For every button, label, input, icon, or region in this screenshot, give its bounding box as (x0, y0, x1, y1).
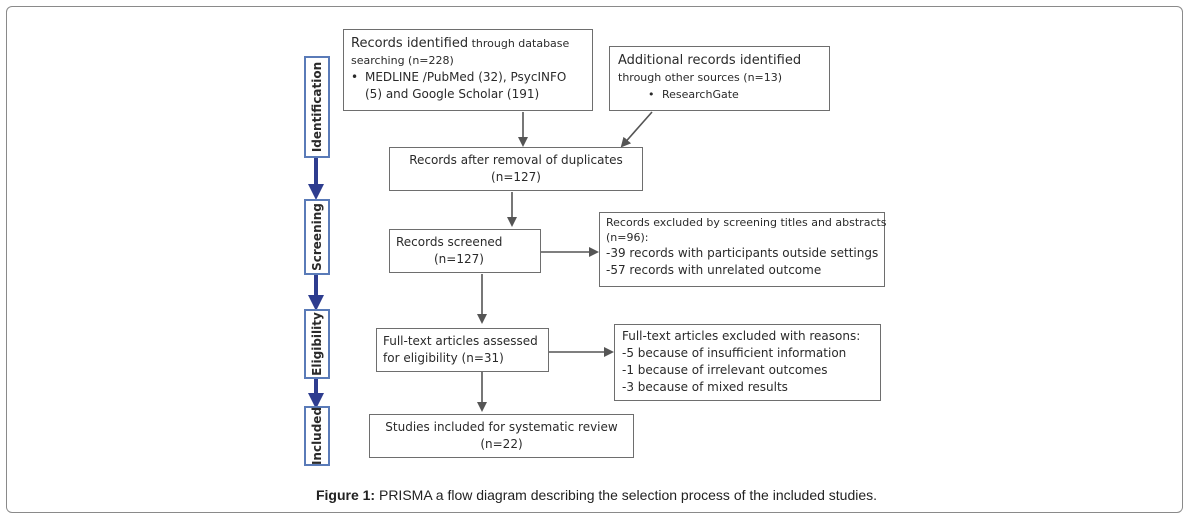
fulltext-count: for eligibility (n=31) (383, 351, 504, 365)
box-excluded-screening: Records excluded by screening titles and… (599, 212, 887, 287)
stage-identification: Identification (304, 56, 330, 158)
db-search-sources-2: (5) and Google Scholar (191) (365, 87, 540, 101)
excluded-fulltext-reason-1: -5 because of insufficient information (622, 346, 847, 360)
box-other-sources: Additional records identified through ot… (609, 46, 830, 111)
figure-caption: Figure 1: PRISMA a flow diagram describi… (0, 487, 1193, 503)
caption-label: Figure 1: (315, 487, 376, 503)
excluded-screening-count: (n=96): (606, 231, 649, 244)
arrow-other-to-duplicates (620, 111, 653, 148)
included-title: Studies included for systematic review (385, 420, 618, 434)
fulltext-title: Full-text articles assessed (383, 334, 538, 348)
stage-screening: Screening (304, 199, 330, 275)
box-records-screened: Records screened (n=127) (389, 229, 541, 273)
other-sources-count: through other sources (n=13) (618, 71, 783, 84)
stage-included-label: Included (310, 406, 325, 466)
stage-eligibility-label: Eligibility (310, 312, 324, 376)
db-search-sources-1: MEDLINE /PubMed (32), PsycINFO (365, 70, 567, 84)
excluded-fulltext-title: Full-text articles excluded with reasons… (622, 329, 861, 343)
caption-text: PRISMA a flow diagram describing the sel… (375, 487, 878, 503)
box-database-search: Records identified through database sear… (343, 29, 593, 111)
box-studies-included: Studies included for systematic review (… (369, 414, 634, 458)
stage-identification-label: Identification (310, 61, 325, 153)
excluded-screening-reason-2: -57 records with unrelated outcome (606, 263, 822, 277)
excluded-fulltext-reason-3: -3 because of mixed results (622, 380, 788, 394)
excluded-screening-title: Records excluded by screening titles and… (606, 216, 887, 229)
box-duplicates-removed: Records after removal of duplicates (n=1… (389, 147, 643, 191)
duplicates-title: Records after removal of duplicates (409, 153, 623, 167)
duplicates-count: (n=127) (491, 170, 541, 184)
excluded-screening-reason-1: -39 records with participants outside se… (606, 246, 879, 260)
stage-screening-label: Screening (310, 203, 324, 271)
db-search-count: searching (n=228) (351, 54, 454, 67)
other-sources-title: Additional records identified (618, 53, 802, 68)
included-count: (n=22) (480, 437, 523, 451)
box-fulltext-assessed: Full-text articles assessed for eligibil… (376, 328, 549, 372)
screened-title: Records screened (396, 235, 503, 249)
db-search-title-rest: through database (468, 37, 570, 50)
excluded-fulltext-reason-2: -1 because of irrelevant outcomes (622, 363, 828, 377)
bullet-icon: • (351, 70, 359, 84)
db-search-title: Records identified (351, 36, 469, 51)
other-sources-item: ResearchGate (662, 88, 739, 101)
box-excluded-fulltext: Full-text articles excluded with reasons… (614, 324, 881, 401)
stage-included: Included (304, 406, 330, 466)
bullet-icon: • (648, 88, 655, 101)
figure-frame (6, 6, 1183, 513)
stage-eligibility: Eligibility (304, 309, 330, 379)
screened-count: (n=127) (434, 252, 484, 266)
